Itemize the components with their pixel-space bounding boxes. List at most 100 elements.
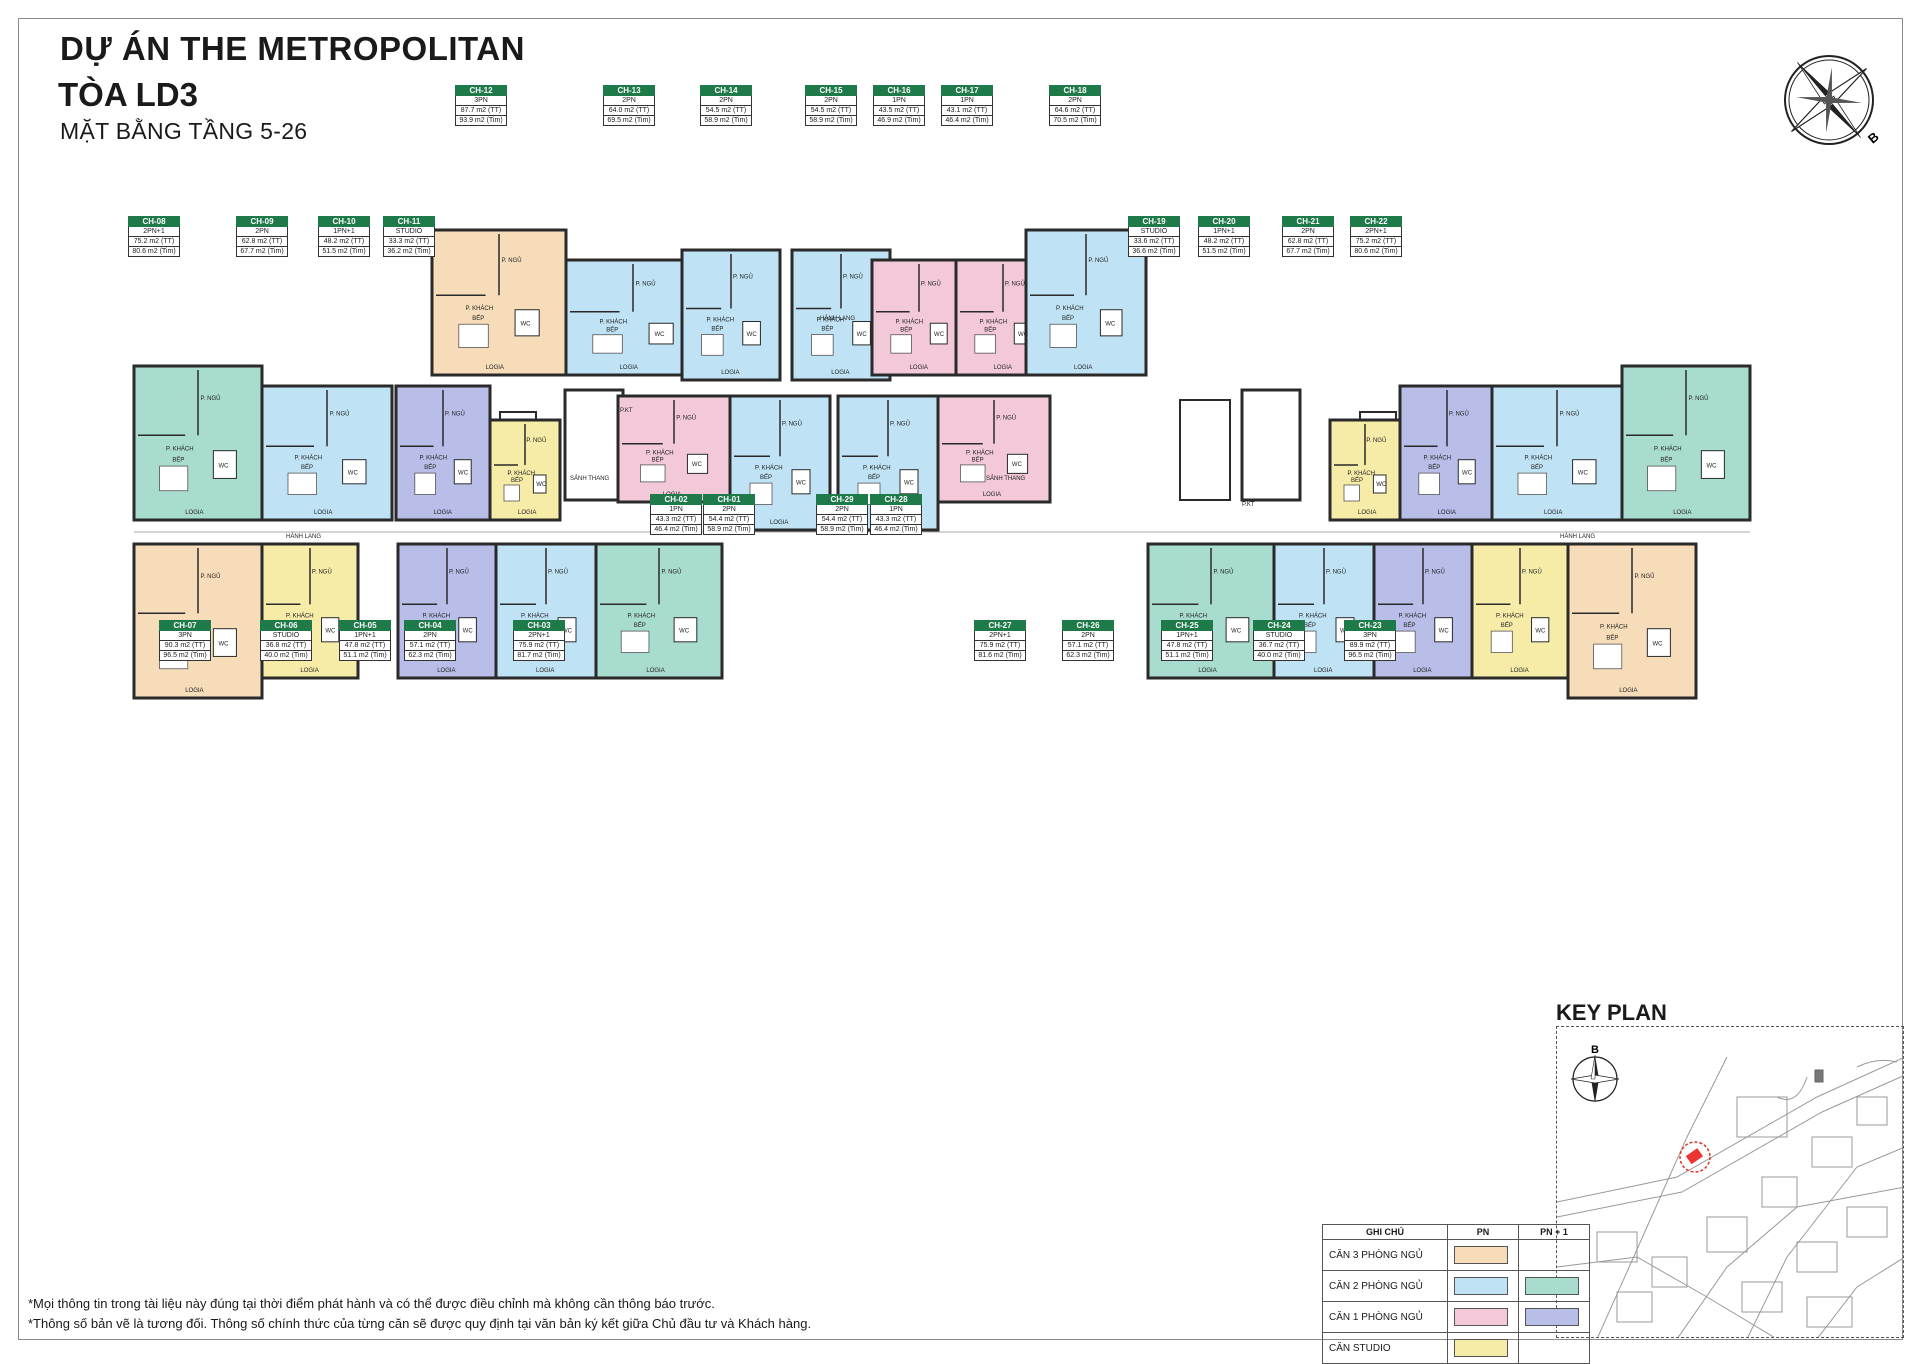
room-label-kitchen: BẾP (1531, 464, 1543, 471)
legend-label-studio: CĂN STUDIO (1322, 1332, 1448, 1364)
unit-ch-09[interactable] (260, 384, 394, 522)
room-label-logia: LOGIA (620, 365, 638, 371)
unit-ch-25[interactable] (1372, 542, 1474, 680)
room-label-wc: WC (904, 480, 915, 486)
room-label-wc: WC (1105, 322, 1116, 328)
room-label-logia: LOGIA (1413, 668, 1431, 674)
room-label-wc: WC (1231, 628, 1242, 634)
lobby-label-right: SẢNH THANG (986, 475, 1026, 482)
room-label-kitchen: BẾP (868, 474, 880, 481)
room-label-logia: LOGIA (910, 365, 928, 371)
unit-type: 2PN (603, 96, 655, 106)
unit-area (936, 394, 1052, 504)
unit-area-tim: 96.5 m2 (Tim) (1344, 651, 1396, 661)
room-label-wc: WC (218, 464, 229, 470)
legend-swatch-2pn (1454, 1277, 1508, 1295)
unit-ch-12[interactable] (430, 228, 568, 377)
room-label-logia: LOGIA (983, 492, 1001, 498)
unit-type: 1PN+1 (1198, 227, 1250, 237)
room-label-logia: LOGIA (994, 365, 1012, 371)
unit-ch-22[interactable] (1620, 364, 1752, 522)
unit-area-tt: 57.1 m2 (TT) (1062, 641, 1114, 651)
unit-ch-14[interactable] (680, 248, 782, 382)
room-label-living: P. KHÁCH (646, 449, 674, 456)
room-label-living: P. KHÁCH (1056, 305, 1084, 312)
unit-area-tt: 43.1 m2 (TT) (941, 106, 993, 116)
unit-type: 2PN+1 (513, 631, 565, 641)
unit-type: 2PN (700, 96, 752, 106)
unit-ch-19[interactable] (1328, 418, 1402, 522)
room-label-bedroom: P. NGỦ (1522, 568, 1542, 575)
room-label-bedroom: P. NGỦ (502, 257, 522, 264)
unit-area-tt: 54.5 m2 (TT) (700, 106, 752, 116)
room-label-bedroom: P. NGỦ (996, 414, 1016, 421)
room-label-kitchen: BẾP (1351, 477, 1363, 484)
unit-ch-08[interactable] (132, 364, 264, 522)
stair-core-left (563, 388, 625, 502)
room-label-bedroom: P. NGỦ (676, 414, 696, 421)
unit-ch-16[interactable] (870, 258, 968, 377)
room-label-bedroom: P. NGỦ (1214, 568, 1234, 575)
unit-area-tim: 36.6 m2 (Tim) (1128, 247, 1180, 257)
unit-ch-23[interactable] (1566, 542, 1698, 700)
room-label-wc: WC (348, 470, 359, 476)
unit-ch-18[interactable] (1024, 228, 1148, 377)
unit-area-tt: 64.6 m2 (TT) (1049, 106, 1101, 116)
disclaimer-note-2: *Thông số bản vẽ là tương đối. Thông số … (28, 1316, 812, 1331)
unit-type: 2PN (1049, 96, 1101, 106)
room-label-kitchen: BẾP (972, 457, 984, 464)
unit-code: CH-08 (128, 216, 180, 227)
room-label-logia: LOGIA (185, 688, 203, 694)
corridor-label-center: HÀNH LANG (820, 315, 855, 322)
unit-ch-13[interactable] (564, 258, 702, 377)
room-label-kitchen: BẾP (634, 622, 646, 629)
room-label-bedroom: P. NGỦ (662, 568, 682, 575)
key-plan-title: KEY PLAN (1556, 1000, 1667, 1025)
room-label-living: P. KHÁCH (286, 613, 314, 620)
room-label-bedroom: P. NGỦ (921, 280, 941, 287)
unit-area-tim: 62.3 m2 (Tim) (1062, 651, 1114, 661)
room-label-living: P. KHÁCH (1399, 613, 1427, 620)
unit-ch-21[interactable] (1490, 384, 1624, 522)
room-label-logia: LOGIA (770, 520, 788, 526)
unit-ch-02[interactable] (616, 394, 732, 504)
room-label-wc: WC (1439, 628, 1450, 634)
unit-area-tt: 43.5 m2 (TT) (873, 106, 925, 116)
unit-area-tim: 80.6 m2 (Tim) (128, 247, 180, 257)
unit-ch-20[interactable] (1398, 384, 1496, 522)
unit-ch-28[interactable] (936, 394, 1052, 504)
floor-plan: P. NGỦ P. KHÁCH BẾP LOGIA WC P. NGỦ P. KHÁCH BẾ… (132, 228, 1752, 700)
unit-area-tim: 51.1 m2 (Tim) (1161, 651, 1213, 661)
room-label-living: P. KHÁCH (863, 465, 891, 472)
unit-area-tim: 70.5 m2 (Tim) (1049, 116, 1101, 126)
room-label-bedroom: P. NGỦ (782, 420, 802, 427)
unit-area-tt: 36.8 m2 (TT) (260, 641, 312, 651)
unit-area-tim: 58.9 m2 (Tim) (816, 525, 868, 535)
unit-area-tim: 58.9 m2 (Tim) (703, 525, 755, 535)
room-label-logia: LOGIA (1074, 365, 1092, 371)
room-label-logia: LOGIA (1438, 510, 1456, 516)
unit-ch-01[interactable] (728, 394, 832, 532)
unit-type: 2PN (1062, 631, 1114, 641)
unit-ch-03[interactable] (594, 542, 724, 680)
unit-ch-11[interactable] (488, 418, 562, 522)
unit-ch-10[interactable] (394, 384, 492, 522)
room-label-bedroom: P. NGỦ (449, 568, 469, 575)
unit-ch-24[interactable] (1470, 542, 1570, 680)
unit-code: CH-19 (1128, 216, 1180, 227)
unit-area-tim: 58.9 m2 (Tim) (805, 116, 857, 126)
room-label-bedroom: P. NGỦ (890, 420, 910, 427)
room-label-kitchen: BẾP (172, 456, 184, 463)
unit-type: 2PN (703, 505, 755, 515)
room-label-wc: WC (692, 462, 703, 468)
unit-area-tt: 33.3 m2 (TT) (383, 237, 435, 247)
room-label-kitchen: BẾP (1501, 622, 1513, 629)
room-label-logia: LOGIA (1198, 668, 1216, 674)
room-label-kitchen: BẾP (821, 326, 833, 333)
room-label-kitchen: BẾP (301, 464, 313, 471)
